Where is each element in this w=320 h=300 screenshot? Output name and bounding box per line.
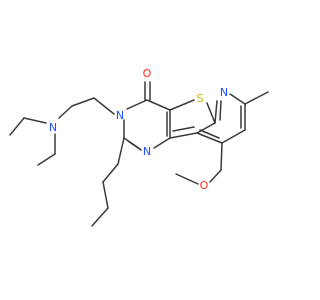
bond-layer bbox=[9, 81, 269, 227]
atom-label-n-diethylamino: N bbox=[49, 121, 57, 134]
atom-label-n-pyridine: N bbox=[220, 86, 228, 99]
atom-label-n-pyrimidine-3: N bbox=[116, 109, 124, 122]
molecule-structure: O S N N N N O bbox=[9, 67, 269, 227]
atom-label-s-thiophene: S bbox=[197, 92, 204, 105]
atom-label-o-methoxy: O bbox=[200, 179, 209, 192]
atom-label-layer: O S N N N N O bbox=[49, 67, 228, 192]
atom-label-n-pyrimidine-1: N bbox=[143, 145, 151, 158]
atom-label-o-carbonyl: O bbox=[143, 67, 152, 80]
